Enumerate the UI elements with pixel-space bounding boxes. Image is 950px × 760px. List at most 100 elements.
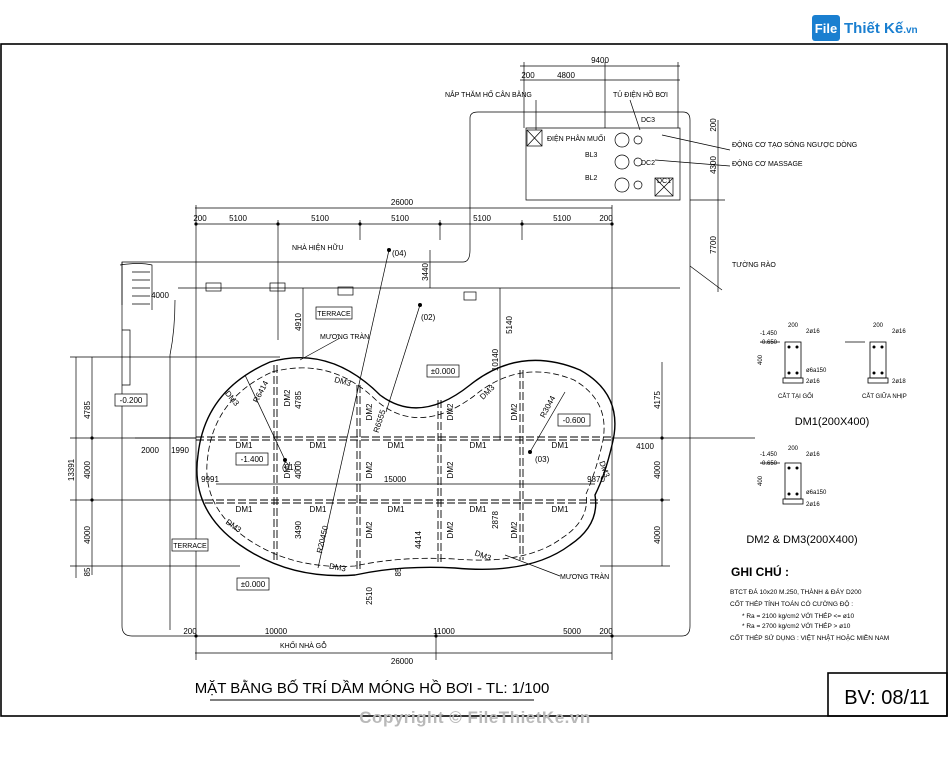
beam-label: DM3	[333, 375, 352, 388]
beam-label: DM3	[473, 549, 492, 563]
level-label: -1.400	[241, 455, 264, 464]
leader-dong-co-massage	[654, 159, 731, 167]
level-box	[114, 393, 148, 407]
radius-line-04	[317, 249, 390, 569]
rebar	[880, 371, 884, 375]
dim-text: 200	[521, 71, 535, 80]
sec-rebar: 2ø16	[806, 379, 820, 385]
dim-text: 200	[193, 214, 207, 223]
inspection-cover-x2	[526, 129, 543, 147]
beam-label: DM1	[388, 505, 405, 514]
dim-text: 4414	[414, 531, 423, 549]
stair-treads	[132, 271, 150, 305]
beam-label: DM2	[510, 521, 519, 538]
terrace-label: TERRACE	[173, 543, 207, 550]
tick	[520, 222, 524, 226]
sec-rebar: 2ø16	[806, 329, 820, 335]
tick	[194, 222, 198, 226]
dim-text: 2000	[141, 446, 159, 455]
point-label: (01)	[282, 463, 297, 472]
beam-label: DM1	[470, 505, 487, 514]
radius-label: R20450	[315, 524, 330, 554]
pump-bl3a	[614, 132, 630, 148]
beam-label: DM2	[365, 461, 374, 478]
label-muong-tran1: MƯƠNG TRÀN	[320, 332, 369, 341]
rebar	[872, 371, 876, 375]
dim-text: 85	[83, 567, 92, 576]
sec-level: -0.650	[760, 340, 778, 346]
footing-1	[205, 282, 222, 292]
dim-text: 4800	[557, 71, 575, 80]
rebar	[787, 345, 791, 349]
tick	[610, 634, 614, 638]
beam-grid	[196, 365, 612, 570]
footing-4	[463, 291, 477, 301]
leader-tu-dien	[629, 99, 641, 131]
label-muong-tran2: MƯƠNG TRÀN	[560, 572, 609, 581]
pump-bl2	[614, 177, 630, 193]
rebar	[795, 466, 799, 470]
rebar	[787, 466, 791, 470]
fence-leader	[689, 265, 723, 291]
beam-label: DM3	[224, 517, 243, 534]
level-box	[236, 577, 270, 591]
sec-rebar: 2ø16	[892, 329, 906, 335]
pool-outer	[196, 356, 616, 577]
site-logo: File Thiết Kế.vn	[812, 14, 918, 42]
dim-text: 9400	[591, 56, 609, 65]
dm1-section-support	[784, 341, 802, 379]
dim-text: 3440	[421, 263, 430, 281]
sec-width: 200	[873, 323, 884, 329]
dim-text: 4000	[294, 461, 303, 479]
point-02	[418, 303, 422, 307]
sec-stirrup: ø6a150	[806, 368, 827, 374]
dim-text: 4175	[653, 391, 662, 409]
dim-text: 4000	[83, 526, 92, 544]
rebar	[795, 371, 799, 375]
note-item: * Ra = 2700 kg/cm2 VỚI THÉP > ø10	[742, 621, 851, 630]
dim-text: 5000	[563, 627, 581, 636]
beam-label: DM2	[446, 461, 455, 478]
dim-text: 26000	[391, 657, 414, 666]
tick	[660, 498, 664, 502]
footing-2	[269, 282, 286, 292]
dim-text: 200	[599, 627, 613, 636]
level-label: ±0.000	[431, 367, 456, 376]
beam-label: DM3	[223, 389, 241, 408]
dim-text: 5100	[473, 214, 491, 223]
drawing-title: MẶT BẰNG BỐ TRÍ DẦM MÓNG HỒ BƠI - TL: 1/…	[195, 679, 550, 697]
equipment-room	[525, 127, 681, 201]
label-nha-hien-huu: NHÀ HIỆN HỮU	[292, 243, 343, 252]
point-01	[283, 458, 287, 462]
dm1-footing-b	[867, 377, 889, 384]
label-cat-giua-nhip: CẮT GIỮA NHỊP	[862, 392, 907, 400]
tick	[610, 222, 614, 226]
radius-label: R3044	[538, 394, 557, 420]
label-dong-co-tao: ĐỘNG CƠ TẠO SÓNG NGƯỢC DÒNG	[732, 140, 857, 149]
radius-line-01	[244, 374, 286, 461]
beam-label: DM2	[283, 389, 292, 406]
dim-text: 85	[394, 567, 403, 576]
tick	[276, 222, 280, 226]
sheet-number: BV: 08/11	[844, 687, 930, 709]
dim-text: 5100	[553, 214, 571, 223]
logo-suffix: .vn	[903, 24, 918, 36]
dimension-lines	[70, 62, 755, 660]
label-bl2: BL2	[585, 175, 598, 182]
radius-label: R6414	[251, 379, 270, 405]
footing-3	[337, 286, 354, 296]
note-item: CỐT THÉP SỬ DỤNG : VIỆT NHẬT HOẶC MIỀN N…	[730, 632, 889, 642]
beam-label: DM1	[236, 441, 253, 450]
point-label: (04)	[392, 249, 407, 258]
sec-level: -0.650	[760, 461, 778, 467]
dim-text: 3490	[294, 521, 303, 539]
radius-label: R6555	[372, 408, 388, 434]
dim-text: 2510	[365, 587, 374, 605]
dm23-footing	[782, 498, 804, 505]
pool-inner	[206, 367, 605, 567]
dim-text: 4785	[294, 391, 303, 409]
dim-text: 26000	[391, 198, 414, 207]
dim-text: 5140	[505, 316, 514, 334]
dim-text: 9870	[587, 475, 605, 484]
tick	[90, 436, 94, 440]
